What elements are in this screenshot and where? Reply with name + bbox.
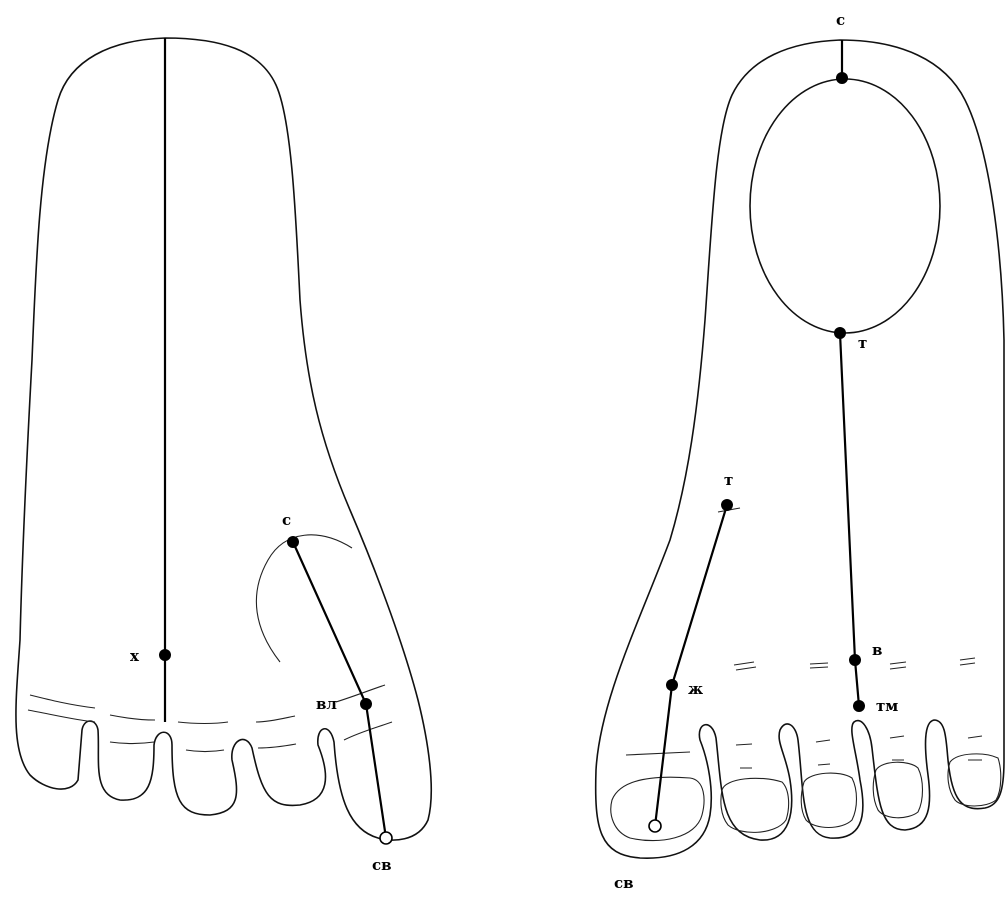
right-toenail [873, 762, 922, 818]
left-crease [258, 744, 296, 748]
point-kh-label: х [130, 647, 140, 665]
right-crease [736, 744, 752, 768]
right-toenail [801, 773, 856, 827]
point-sv-right-hollow [649, 820, 661, 832]
point-tm-label: тм [876, 697, 898, 715]
point-vl-label: вл [316, 695, 337, 713]
point-sv-hollow [380, 832, 392, 844]
point-t-left-dot [721, 499, 733, 511]
point-zh-dot [666, 679, 678, 691]
left-crease [186, 750, 224, 752]
left-crease [110, 715, 155, 720]
right-foot: с т в тм т ж св [596, 11, 1004, 892]
point-t-left-label: т [724, 471, 733, 489]
point-s-top-dot [836, 72, 848, 84]
heel-oval [750, 79, 940, 333]
point-v-label: в [872, 641, 882, 659]
right-foot-outline [596, 40, 1004, 858]
point-tm-dot [853, 700, 865, 712]
right-toenail [721, 778, 789, 832]
point-zh-label: ж [688, 680, 703, 698]
left-crease [110, 742, 154, 744]
point-sv-label: св [372, 856, 392, 874]
right-crease [734, 662, 756, 670]
left-crease [30, 695, 95, 708]
point-t-mid-dot [834, 327, 846, 339]
right-crease [626, 752, 690, 755]
right-crease [816, 740, 830, 765]
right-meridian-t-tm [840, 333, 859, 706]
right-crease [968, 736, 982, 760]
right-crease [810, 663, 828, 668]
left-foot: х с вл св [16, 38, 431, 874]
right-crease [890, 662, 906, 669]
point-v-dot [849, 654, 861, 666]
point-kh-dot [159, 649, 171, 661]
right-crease [960, 658, 975, 665]
right-crease [890, 736, 904, 760]
point-s-top-label: с [836, 11, 845, 29]
right-toenail [948, 754, 1001, 806]
point-sv-right-label: св [614, 874, 634, 892]
point-vl-dot [360, 698, 372, 710]
left-crease [256, 716, 295, 722]
point-t-mid-label: т [858, 334, 867, 352]
point-s-dot [287, 536, 299, 548]
left-crease [28, 710, 95, 722]
point-s-label: с [282, 511, 291, 529]
left-crease [178, 722, 228, 724]
